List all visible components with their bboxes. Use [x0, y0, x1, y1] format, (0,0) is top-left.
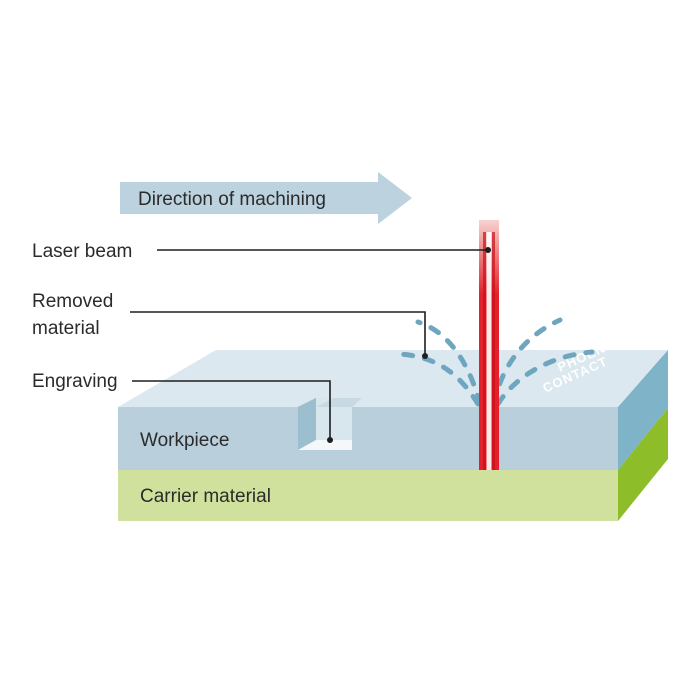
engraving-label: Engraving [32, 371, 118, 392]
workpiece-top-face [118, 350, 668, 407]
workpiece-side-face [618, 350, 668, 470]
removed-material-label-line2: material [32, 318, 100, 339]
laser-beam-leader-dot [485, 247, 491, 253]
direction-arrow-label: Direction of machining [138, 189, 326, 210]
workpiece-front-face [118, 407, 618, 470]
laser-beam-label: Laser beam [32, 241, 132, 262]
workpiece-label: Workpiece [140, 430, 229, 451]
removed-material-leader-dot [422, 353, 428, 359]
removed-material-leader [130, 311, 426, 356]
callout-removed-material: Removed material [32, 291, 428, 359]
direction-arrow: Direction of machining [120, 172, 412, 224]
laser-beam-core [486, 232, 492, 470]
engraving-recess [298, 398, 362, 450]
direction-arrow-shape [120, 172, 412, 224]
engraving-leader-dot [327, 437, 333, 443]
laser-beam-inner [483, 232, 486, 470]
workpiece-block: Workpiece PHOENIX CONTACT [118, 334, 668, 470]
particle-arc-4 [495, 349, 595, 407]
carrier-label: Carrier material [140, 486, 271, 507]
callout-laser-beam: Laser beam [32, 241, 491, 262]
carrier-front-face [118, 470, 618, 521]
callout-engraving: Engraving [32, 371, 333, 443]
removed-material-label-line1: Removed [32, 291, 113, 312]
particle-arc-2 [395, 351, 481, 407]
laser-beam [479, 220, 499, 470]
carrier-side-face [618, 408, 668, 521]
engraving-leader [132, 380, 331, 440]
carrier-material-block: Carrier material [118, 408, 668, 521]
